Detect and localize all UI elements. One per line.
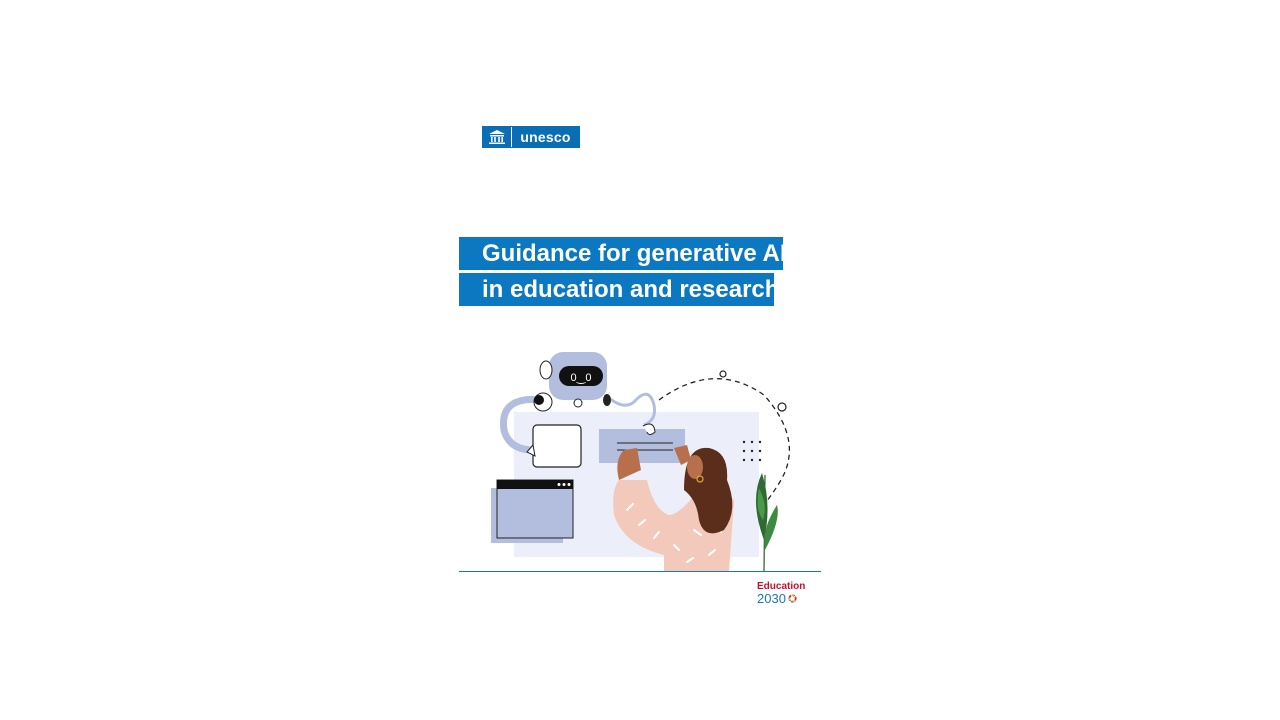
baseline-rule [459, 571, 821, 572]
input-bar [599, 429, 685, 463]
unesco-wordmark: unesco [512, 127, 579, 147]
robot-right-arm [608, 392, 656, 427]
title-line-2: in education and research [459, 273, 779, 306]
plant [755, 473, 778, 573]
robot-ear-right [603, 394, 611, 406]
orbit-node-1 [719, 370, 727, 378]
robot-neck [573, 398, 583, 408]
orbit-node-2 [777, 402, 787, 412]
robot-visor [559, 366, 603, 386]
robot-and-student-illustration: 0‿0 [491, 352, 790, 573]
browser-window [496, 479, 574, 539]
robot-ear-left [539, 360, 553, 380]
dashed-orbit-line [658, 378, 790, 511]
unesco-logo: unesco [482, 126, 580, 148]
year-wordmark: 2030 [757, 591, 786, 606]
sdg-ring-icon [788, 594, 797, 603]
chat-bubble [532, 424, 582, 468]
temple-emblem-icon [483, 127, 511, 147]
robot-face-text: 0‿0 [570, 372, 591, 384]
student-figure [613, 445, 734, 572]
robot-left-arm [500, 395, 548, 454]
title-line-1: Guidance for generative AI [459, 237, 787, 270]
dot-grid [742, 440, 762, 462]
education-2030-logo: Education 2030 [757, 582, 809, 606]
education-wordmark: Education [757, 581, 806, 592]
